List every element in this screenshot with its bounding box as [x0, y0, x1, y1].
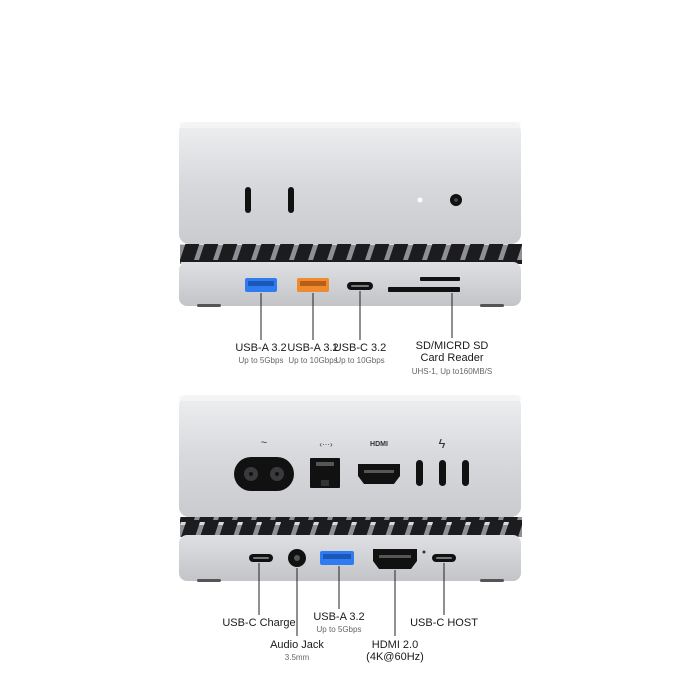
- usb-c-charge-label: USB-C Charge: [222, 617, 296, 629]
- power-symbol-icon: ~: [260, 437, 268, 449]
- usb-c-spec: Up to 10Gbps: [335, 356, 385, 365]
- thunderbolt-port: [416, 460, 423, 486]
- ethernet-symbol-icon: ‹···›: [319, 440, 333, 449]
- usb-c-label: USB-C 3.2: [333, 342, 387, 354]
- mac-usbc-port: [288, 187, 294, 213]
- usb-a-label: USB-A 3.2: [313, 611, 365, 623]
- ethernet-port: [310, 458, 340, 488]
- bottom-unit: [179, 395, 522, 636]
- hdmi-symbol-label: HDMI: [370, 441, 388, 448]
- thunderbolt-port: [462, 460, 469, 486]
- hdmi-label-line2: (4K@60Hz): [366, 651, 424, 663]
- top-unit: [179, 122, 522, 340]
- usb-a-label: USB-A 3.2: [235, 342, 287, 354]
- usb-a-spec: Up to 5Gbps: [316, 625, 362, 634]
- audio-jack-label: Audio Jack: [270, 639, 324, 651]
- hdmi-label: HDMI 2.0: [371, 639, 419, 651]
- usb-a-spec: Up to 10Gbps: [288, 356, 338, 365]
- sd-slot: [388, 287, 460, 292]
- hub-vent-fins: [180, 517, 522, 537]
- mac-mini-body-top: [179, 122, 521, 244]
- usb-a-port-blue: [245, 278, 277, 292]
- mac-mini-body-bottom: [179, 395, 521, 517]
- power-inlet: [234, 457, 294, 491]
- thunderbolt-symbol-icon: ϟ: [438, 436, 446, 451]
- usb-a-label: USB-A 3.2: [287, 342, 339, 354]
- thunderbolt-port: [439, 460, 446, 486]
- hub-hdmi-port: [373, 549, 417, 569]
- hub-vent-fins: [180, 244, 522, 264]
- usb-a-spec: Up to 5Gbps: [238, 356, 284, 365]
- usb-a-port-blue: [320, 551, 354, 565]
- mac-hdmi-port: [358, 464, 400, 484]
- micro-sd-slot: [420, 277, 460, 281]
- sd-reader-spec: UHS-1, Up to160MB/S: [411, 367, 493, 376]
- usb-a-port-orange: [297, 278, 329, 292]
- sd-reader-label-line2: Card Reader: [420, 352, 484, 364]
- power-led: [417, 197, 423, 203]
- usb-c-host-label: USB-C HOST: [410, 617, 478, 629]
- sd-reader-label: SD/MICRD SD: [415, 340, 489, 352]
- mac-usbc-port: [245, 187, 251, 213]
- audio-jack-spec: 3.5mm: [284, 653, 310, 662]
